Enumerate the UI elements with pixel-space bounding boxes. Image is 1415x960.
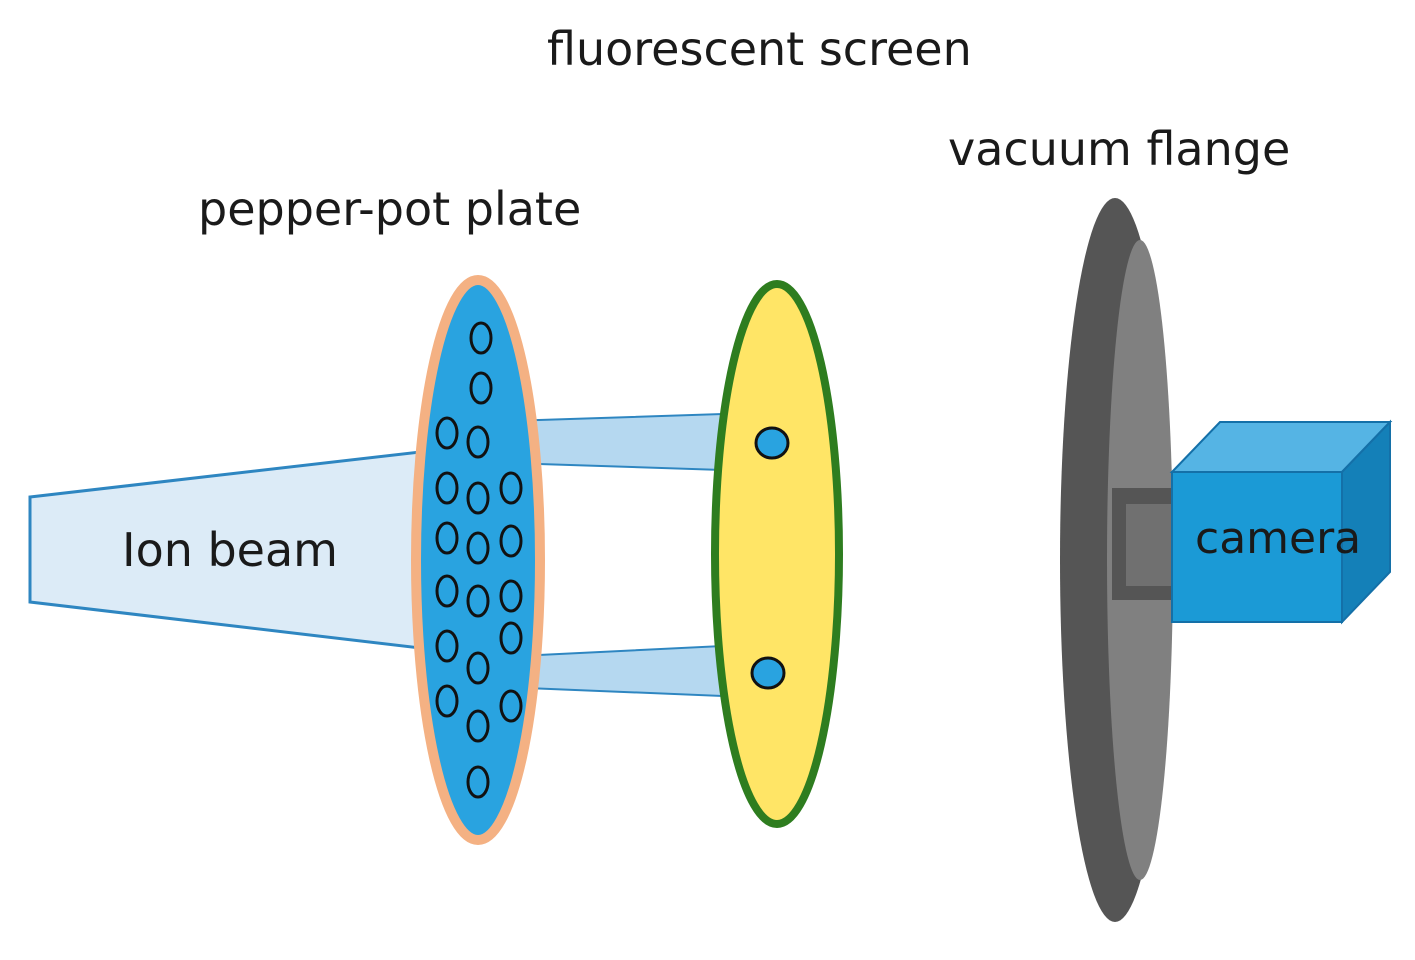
camera-label: camera	[1195, 513, 1361, 564]
screen-spot-lower	[750, 656, 786, 690]
pepper-pot-hole	[499, 524, 523, 558]
pepper-pot-hole	[466, 765, 490, 799]
pepper-pot-hole	[435, 684, 459, 718]
ion-beam-label: Ion beam	[122, 523, 338, 577]
pepper-pot-hole	[466, 584, 490, 618]
pepper-pot-hole	[466, 709, 490, 743]
pepper-pot-hole	[499, 621, 523, 655]
pepper-pot-hole	[466, 425, 490, 459]
pepper-pot-plate	[411, 275, 545, 845]
fluorescent-screen-label: fluorescent screen	[547, 22, 972, 76]
pepper-pot-hole	[466, 651, 490, 685]
pepper-pot-hole	[466, 481, 490, 515]
pepper-pot-hole	[435, 416, 459, 450]
pepper-pot-holes	[435, 321, 523, 799]
pepper-pot-hole	[466, 531, 490, 565]
flange-port-inner	[1126, 504, 1172, 586]
pepper-pot-hole	[435, 521, 459, 555]
pepper-pot-hole	[499, 579, 523, 613]
pepper-pot-plate-label: pepper-pot plate	[198, 182, 581, 236]
pepper-pot-hole	[435, 574, 459, 608]
pepper-pot-hole	[499, 689, 523, 723]
pepper-pot-hole	[499, 471, 523, 505]
pepper-pot-hole	[469, 321, 493, 355]
pepper-pot-hole	[435, 629, 459, 663]
pepper-pot-hole	[435, 471, 459, 505]
fluorescent-screen	[711, 280, 843, 828]
vacuum-flange-label: vacuum flange	[948, 122, 1290, 176]
screen-spot-upper	[754, 426, 790, 460]
camera-front-face	[1171, 471, 1343, 623]
pepper-pot-hole	[469, 371, 493, 405]
